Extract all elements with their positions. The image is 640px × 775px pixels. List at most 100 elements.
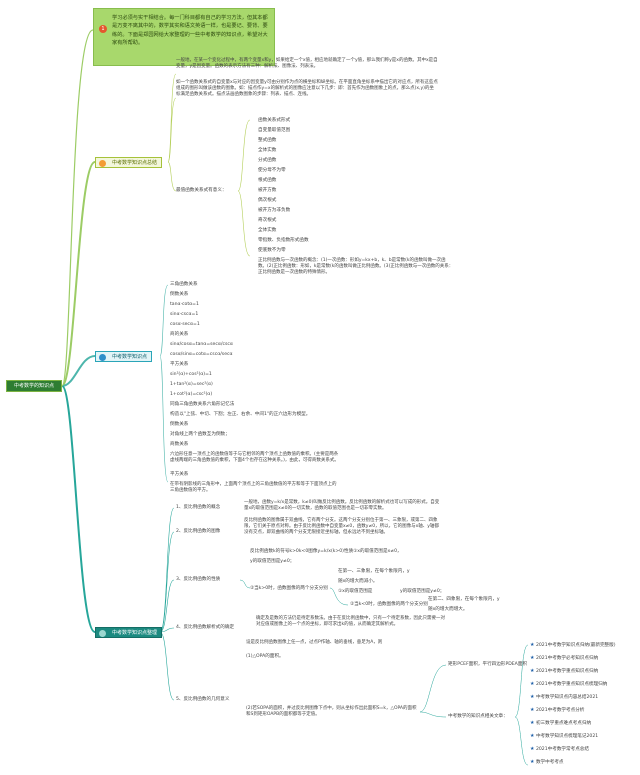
b3-s4-label: 4、反比例函数解析式的确定: [176, 625, 235, 630]
topic-icon: [99, 159, 106, 167]
article-link[interactable]: ★ 2021中考数学重点知识点梳理归纳: [530, 681, 608, 687]
b1-item: 被开方为非负数: [258, 208, 291, 213]
star-icon: ★: [530, 759, 535, 765]
b2-item: 1+tan²(α)=sec²(α): [170, 382, 213, 387]
star-icon: ★: [530, 694, 535, 700]
b3-s2-label: 2、反比例函数的图像: [176, 529, 221, 534]
b1-item: 根式函数: [258, 178, 277, 183]
b2-item: 对角线上两个函数互为倒数；: [170, 432, 230, 437]
b2-item: cosα·secα=1: [170, 322, 200, 327]
link-b3-s3: [159, 579, 175, 633]
link-root-b1: [61, 161, 96, 387]
link-root-intro: [61, 29, 94, 387]
b1-item: 函数关系式形式: [258, 118, 291, 123]
b3-s3-line1: 反比例函数k的符号k>0k<0图像y=k/x(k>0)性质①x的取值范围是x≠0…: [250, 549, 402, 554]
intro-badge: 1: [99, 25, 107, 33]
star-icon: ★: [530, 668, 535, 674]
article-link[interactable]: ★ 中考数学知识点内容总结2021: [530, 694, 599, 700]
star-icon: ★: [530, 746, 535, 752]
star-icon: ★: [530, 733, 535, 739]
topic-icon: [99, 629, 106, 637]
b2-item: 倒数关系: [170, 292, 189, 297]
b1-item: 整式函数: [258, 138, 277, 143]
b1-item: 零指数、负指数形式函数: [258, 238, 309, 243]
bracket-b1-items: [237, 119, 251, 257]
b3-s3-sub2A: 在第二、四象限，在每个象限内，y: [428, 597, 500, 602]
b3-s5-text3: (2)若SOPA的面积，并过反比例图像下点中，则从坐标作出此面积S=k，△OPA…: [246, 706, 417, 717]
b1-item: 被开方数: [258, 188, 277, 193]
b1-note: 正比例函数与一次函数的概念：(1)一次函数：形如y=kx+b，k、b是常数(k的…: [258, 258, 454, 275]
b2-item: 三角函数关系: [170, 282, 198, 287]
b2-item: 同角三角函数关系六角形记忆法: [170, 402, 235, 407]
b3-s3-sub: ②当k>0时，函数图像的两个分支分别: [250, 586, 328, 591]
article-link[interactable]: ★ 2021中考数学常考点总结: [530, 746, 589, 752]
b3-s3-sub2B: 随x的增大而增大。: [428, 607, 468, 612]
star-icon: ★: [530, 655, 535, 661]
intro-note: 1 学习必须与实干相结合。每一门科目都有自己的学习方法，但其本都是万变不离其中的…: [93, 8, 275, 66]
b3-s3-line2: y的取值范围是y≠0；: [250, 559, 295, 564]
article-link[interactable]: ★ 数学中考考点: [530, 759, 564, 765]
link-b3-s2: [159, 531, 175, 633]
branch-b3[interactable]: 中考数学知识点整理: [95, 627, 163, 638]
b1-intro-para1: 一般地，在某一个变化过程中，有两个变量x和y，如果给定一个x值，相应地就确定了一…: [176, 58, 438, 69]
b2-item-hexagon: 六边形任意一顶点上的函数值等于与它相邻的两个顶点上函数值的乘积。(主要是两条虚线…: [170, 452, 339, 463]
b2-item: 倒数关系: [170, 422, 189, 427]
b3-s5-text2: (1)△OPA的面积。: [246, 654, 284, 659]
b2-item: 商的关系: [170, 332, 189, 337]
b1-item: 使分母不为零: [258, 168, 286, 173]
bracket-b2-items: [159, 284, 169, 483]
b3-s3-subC: ①x的取值范围是: [338, 589, 373, 594]
article-link[interactable]: ★ 2021中考数学考点分析: [530, 707, 585, 713]
star-icon: ★: [530, 642, 535, 648]
b1-item: 自变量取值范围: [258, 128, 291, 133]
intro-text: 学习必须与实干相结合。每一门科目都有自己的学习方法，但其本都是万变不离其中的，数…: [112, 15, 268, 47]
article-link[interactable]: ★ 初三数学重点难点考点归纳: [530, 720, 592, 726]
branch-b1[interactable]: 中考数学知识点总结: [95, 157, 163, 168]
b2-item: sin²(α)+cos²(α)=1: [170, 372, 212, 377]
b1-item: 全体实数: [258, 228, 277, 233]
b3-s5-label: 5、反比例函数的几何意义: [176, 697, 230, 702]
b3-s3-subB: 随x的增大而减小。: [338, 579, 378, 584]
b2-item: 构造以"上弦、中切、下割；左正、右余、中间1"的正六边形为模型。: [170, 412, 311, 417]
b3-s3-subA: 在第一、三象限，在每个象限内，y: [338, 569, 410, 574]
article-link[interactable]: ★ 2021中考数学必考知识点归纳: [530, 655, 599, 661]
b3-s5-related-title: 中考数学的知识点相关文章：: [448, 714, 508, 719]
b1-item: 偶次根式: [258, 198, 277, 203]
star-icon: ★: [530, 681, 535, 687]
b3-s4-text: 确定及是数的方法仍是待定系数法。由于在反比例函数中，只有一个待定系数，因此只需要…: [256, 616, 445, 627]
b3-s3-label: 3、反比例函数的性质: [176, 577, 221, 582]
b2-item: sinα·cscα=1: [170, 312, 199, 317]
b1-intro-para2: 如一个函数关系式的自变量x与对应的因变量y可由分别作为点的横坐标和纵坐标。在平面…: [176, 80, 438, 97]
b1-item: 奇次根式: [258, 218, 277, 223]
branch-b2[interactable]: 中考数学知识点: [95, 351, 153, 362]
b2-item: 平方关系: [170, 362, 189, 367]
branch-b2-label: 中考数学知识点: [112, 354, 148, 360]
link-s3-sub2: [329, 587, 349, 606]
b2-item-square: 在带有阴影线的三角形中，上面两个顶点上的三角函数值的平方和等于下面顶点上的三角函…: [170, 482, 337, 493]
star-icon: ★: [530, 720, 535, 726]
link-s3-sub: [239, 579, 251, 589]
link-b3-s1: [159, 507, 175, 633]
link-b1-group: [167, 161, 177, 192]
b2-item: cosα/sinα=cotα=cscα/secα: [170, 352, 233, 357]
article-link[interactable]: ★ 2021中考数学知识点归纳(最新完整版): [530, 642, 616, 648]
article-link[interactable]: ★ 中考数学知识点梳理笔记2021: [530, 733, 599, 739]
b1-item: 分式函数: [258, 158, 277, 163]
link-root-b2: [61, 355, 96, 387]
b2-item: sinα/cosα=tanα=secα/cscα: [170, 342, 233, 347]
b3-s2-text: 反比例函数的图像属于双曲线，它有两个分支。这两个分支分别位于第一、三象限，或第二…: [244, 518, 439, 535]
article-link[interactable]: ★ 2021中考数学重点知识点归纳: [530, 668, 599, 674]
b2-item: 平方关系: [170, 472, 189, 477]
b3-s1-text: 一般地，函数y=k/x是常数，k≠0)叫做反比例函数。反比例函数的解析式也可以写…: [244, 500, 440, 511]
b2-item: tanα·cotα=1: [170, 302, 199, 307]
b3-s3-subD: y的取值范围是y≠0；: [400, 589, 445, 594]
b2-item: 1+cot²(α)=csc²(α): [170, 392, 213, 397]
root-node[interactable]: 中考数学的知识点: [6, 380, 62, 392]
link-s5-related: [419, 664, 447, 718]
topic-icon: [99, 353, 106, 361]
b1-item: 使底数不为零: [258, 248, 286, 253]
branch-b1-label: 中考数学知识点总结: [112, 160, 158, 166]
branch-b3-label: 中考数学知识点整理: [112, 630, 158, 636]
b3-s3-sub2: ②当k<0时，函数图像的两个分支分别: [350, 602, 428, 607]
